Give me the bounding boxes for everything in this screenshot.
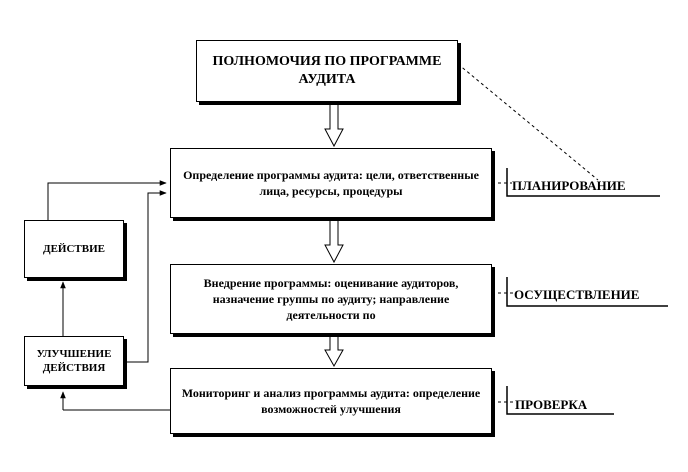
box-define-program-text: Определение программы аудита: цели, отве… [183,168,479,198]
box-improve-action: УЛУЧШЕНИЕ ДЕЙСТВИЯ [24,336,124,386]
block-arrow-implement-to-monitor [324,335,344,368]
box-implement-program: Внедрение программы: оценивание аудиторо… [170,264,492,334]
rule-check [506,386,614,415]
box-action-text: ДЕЙСТВИЕ [43,243,105,255]
box-audit-authority: ПОЛНОМОЧИЯ ПО ПРОГРАММЕ АУДИТА [196,40,458,102]
box-action: ДЕЙСТВИЕ [24,220,124,278]
arrow-action-to-define [47,180,167,220]
arrow-improve-to-define [124,190,167,363]
box-implement-program-text: Внедрение программы: оценивание аудиторо… [203,276,459,322]
dashed-link-authority [457,63,599,181]
box-improve-action-text: УЛУЧШЕНИЕ ДЕЙСТВИЯ [36,348,112,374]
box-monitor-program: Мониторинг и анализ программы аудита: оп… [170,368,492,434]
box-define-program: Определение программы аудита: цели, отве… [170,148,492,218]
box-audit-authority-text: ПОЛНОМОЧИЯ ПО ПРОГРАММЕ АУДИТА [212,54,442,87]
block-arrow-define-to-implement [324,219,344,264]
phase-label-do: ОСУЩЕСТВЛЕНИЕ [514,287,640,302]
rule-plan [506,168,660,197]
rule-do [506,277,668,307]
block-arrow-authority-to-define [324,103,344,148]
phase-label-plan: ПЛАНИРОВАНИЕ [512,178,626,193]
phase-label-check: ПРОВЕРКА [515,397,588,412]
box-monitor-program-text: Мониторинг и анализ программы аудита: оп… [181,386,481,416]
